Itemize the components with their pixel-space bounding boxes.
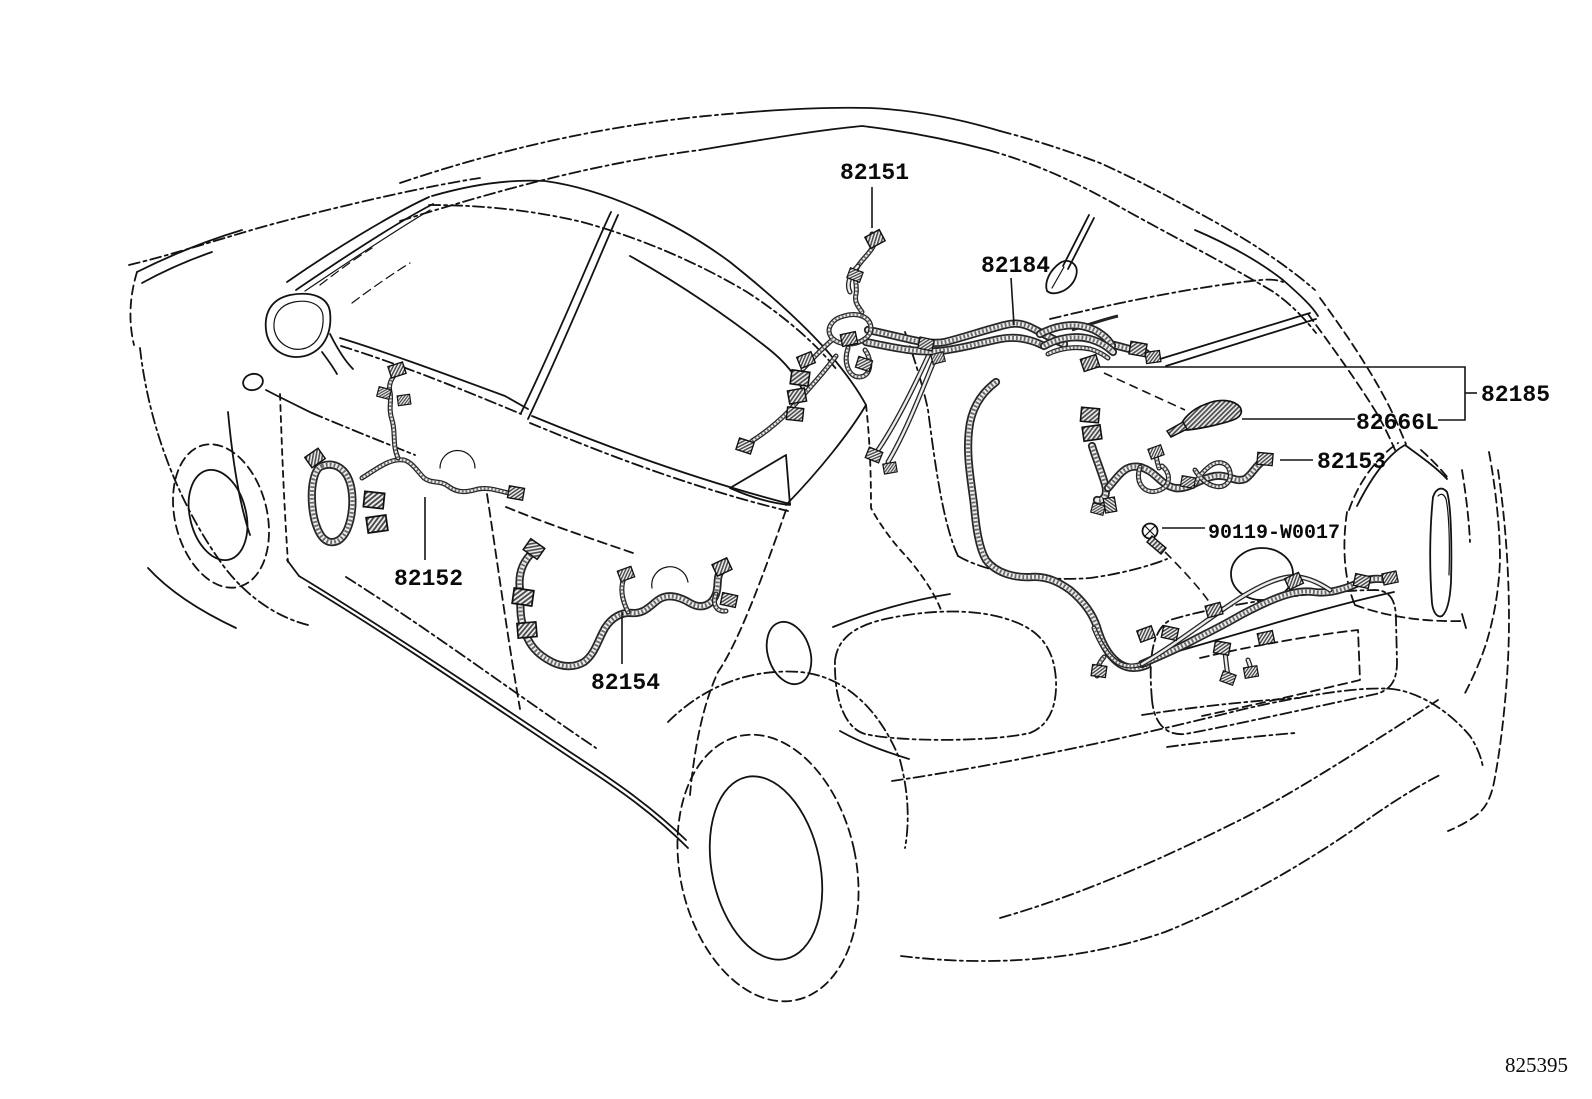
svg-text:82666L: 82666L	[1356, 410, 1439, 436]
svg-text:82151: 82151	[840, 160, 909, 186]
svg-text:82154: 82154	[591, 670, 660, 696]
svg-text:825395: 825395	[1505, 1053, 1568, 1077]
svg-text:82184: 82184	[981, 253, 1050, 279]
svg-text:82185: 82185	[1481, 382, 1550, 408]
svg-text:82152: 82152	[394, 566, 463, 592]
svg-text:90119-W0017: 90119-W0017	[1208, 522, 1340, 545]
svg-text:82153: 82153	[1317, 449, 1386, 475]
